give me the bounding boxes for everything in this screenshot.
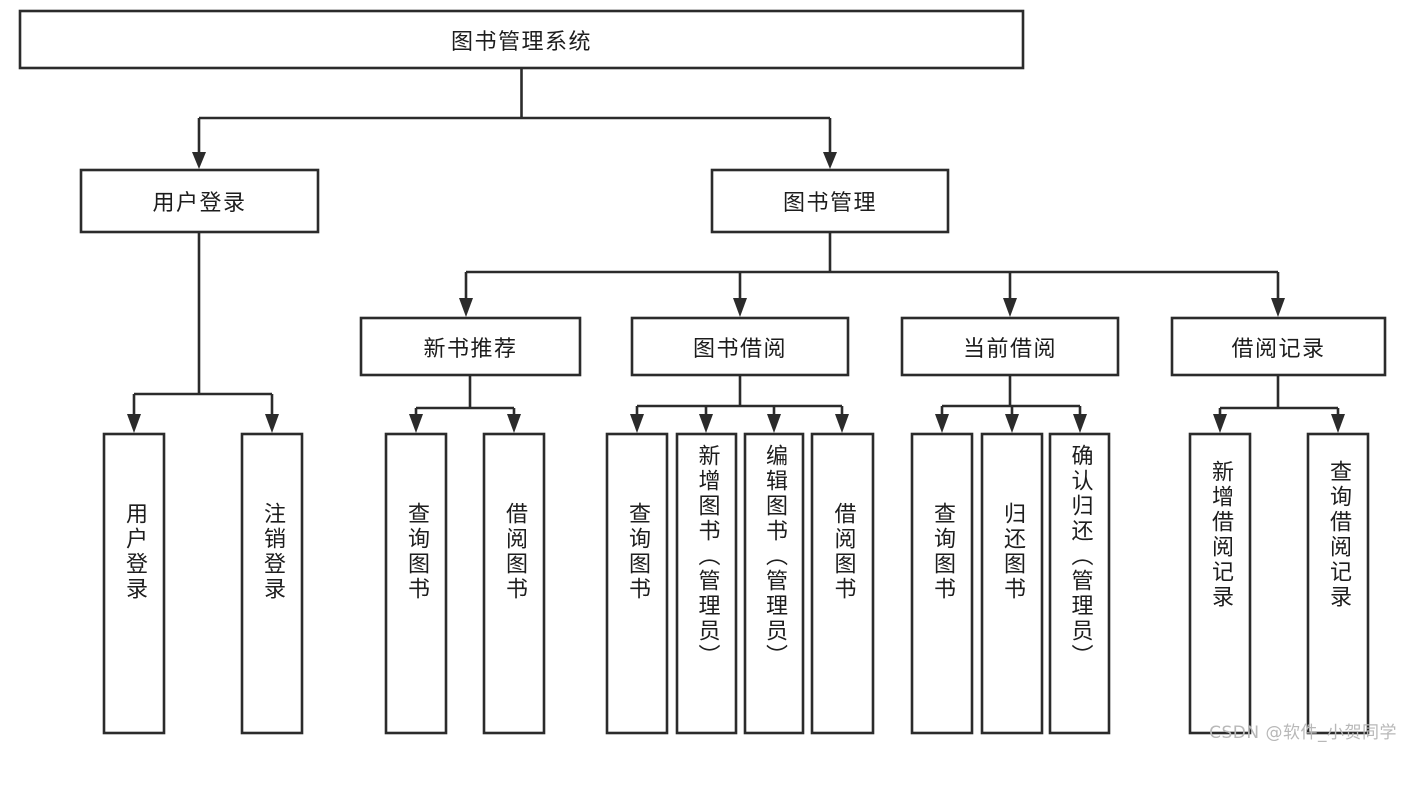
arrowhead-leaf-add-book: [699, 414, 713, 433]
node-box-new-book-recommend[interactable]: [359, 316, 582, 377]
node-box-leaf-confirm-return[interactable]: [1048, 432, 1111, 735]
arrowhead-user-login: [192, 152, 206, 169]
csdn-watermark: CSDN @软件_小贺同学: [1209, 723, 1397, 743]
arrowhead-book-borrow: [733, 298, 747, 317]
node-box-leaf-borrow-book[interactable]: [810, 432, 875, 735]
node-box-leaf-logout[interactable]: [240, 432, 304, 735]
node-box-leaf-borrow-book-rec[interactable]: [482, 432, 546, 735]
node-box-user-login[interactable]: [79, 168, 320, 234]
arrowhead-leaf-confirm-return: [1073, 414, 1087, 433]
arrowhead-leaf-query-book-borrow: [630, 414, 644, 433]
arrowhead-leaf-borrow-book: [835, 414, 849, 433]
node-box-leaf-add-book[interactable]: [675, 432, 738, 735]
node-box-leaf-edit-book[interactable]: [743, 432, 805, 735]
connector-group-new-book-recommend: [409, 375, 521, 433]
connector-group-book-manage: [459, 232, 1285, 317]
arrowhead-leaf-add-record: [1213, 414, 1227, 433]
arrowhead-leaf-user-login: [127, 414, 141, 433]
node-box-leaf-query-book-borrow[interactable]: [605, 432, 669, 735]
diagram-canvas: 图书管理系统 用户登录 图书管理 新书推荐 图书借阅 当前借阅 借阅记录 用户登…: [18, 9, 1397, 743]
connector-group-book-borrow: [630, 375, 849, 433]
node-box-borrow-records[interactable]: [1170, 316, 1387, 377]
arrowhead-current-borrow: [1003, 298, 1017, 317]
connector-group-root: [192, 68, 837, 169]
arrowhead-new-book-recommend: [459, 298, 473, 317]
connector-group-current-borrow: [935, 375, 1087, 433]
arrowhead-leaf-logout: [265, 414, 279, 433]
arrowhead-leaf-query-book-current: [935, 414, 949, 433]
node-box-book-manage[interactable]: [710, 168, 950, 234]
node-box-book-borrow[interactable]: [630, 316, 850, 377]
node-box-leaf-return-book[interactable]: [980, 432, 1044, 735]
arrowhead-book-manage: [823, 152, 837, 169]
arrowhead-leaf-query-book-rec: [409, 414, 423, 433]
arrowhead-leaf-query-record: [1331, 414, 1345, 433]
node-box-leaf-query-record[interactable]: [1306, 432, 1370, 735]
node-box-leaf-query-book-rec[interactable]: [384, 432, 448, 735]
node-box-root[interactable]: [18, 9, 1025, 70]
flowchart-svg: [18, 9, 1387, 735]
connector-group-user-login: [127, 232, 279, 433]
arrowhead-borrow-records: [1271, 298, 1285, 317]
arrowhead-leaf-borrow-book-rec: [507, 414, 521, 433]
arrowhead-leaf-edit-book: [767, 414, 781, 433]
node-box-leaf-query-book-current[interactable]: [910, 432, 974, 735]
node-box-leaf-user-login[interactable]: [102, 432, 166, 735]
arrowhead-leaf-return-book: [1005, 414, 1019, 433]
node-box-current-borrow[interactable]: [900, 316, 1120, 377]
connector-group-borrow-records: [1213, 375, 1345, 433]
node-box-leaf-add-record[interactable]: [1188, 432, 1252, 735]
